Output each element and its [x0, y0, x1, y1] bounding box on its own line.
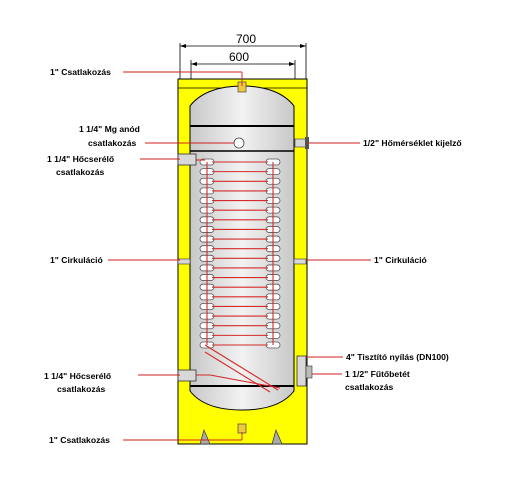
dimension-700: 700 — [179, 32, 307, 80]
label-circ-right: 1" Cirkuláció — [374, 255, 427, 265]
hx-bottom-nozzle — [177, 369, 197, 382]
coil-diagonal-pipe — [204, 344, 279, 391]
thermometer-cap — [305, 137, 309, 149]
dimension-600-label: 600 — [229, 50, 249, 64]
label-thermometer: 1/2" Hőmérséklet kijelző — [363, 138, 462, 148]
label-cleaning: 4" Tisztító nyílás (DN100) — [346, 352, 449, 362]
label-hx-top-line1: 1 1/4" Hőcserélő — [47, 154, 114, 164]
label-top-connection: 1" Csatlakozás — [50, 67, 111, 77]
coil-turn — [199, 264, 281, 272]
left-leg — [199, 428, 211, 445]
label-hx-bottom-line1: 1 1/4" Hőcserélő — [44, 371, 111, 381]
label-heater-line2: csatlakozás — [345, 382, 393, 392]
right-leg — [271, 428, 283, 445]
label-anode-line2: csatlakozás — [88, 138, 136, 148]
hx-top-nozzle — [177, 153, 197, 166]
bottom-fitting — [237, 423, 247, 434]
label-hx-bottom-line2: csatlakozás — [57, 384, 105, 394]
dimension-600: 600 — [190, 50, 296, 80]
cleaning-flange — [296, 355, 307, 387]
circ-right-stub — [293, 258, 307, 265]
label-hx-top-line2: csatlakozás — [56, 167, 104, 177]
coil-diagonal-pipe-2 — [204, 351, 271, 393]
label-heater-line1: 1 1/2" Fűtőbetét — [345, 369, 410, 379]
heater-socket — [305, 365, 313, 379]
label-bottom-connection: 1" Csatlakozás — [49, 435, 110, 445]
anode-port — [233, 137, 245, 149]
label-circ-left: 1" Cirkuláció — [50, 255, 103, 265]
label-anode-line1: 1 1/4" Mg anód — [79, 124, 140, 134]
dimension-700-label: 700 — [236, 32, 256, 46]
circ-left-stub — [177, 258, 191, 265]
coil-turn — [199, 245, 281, 253]
